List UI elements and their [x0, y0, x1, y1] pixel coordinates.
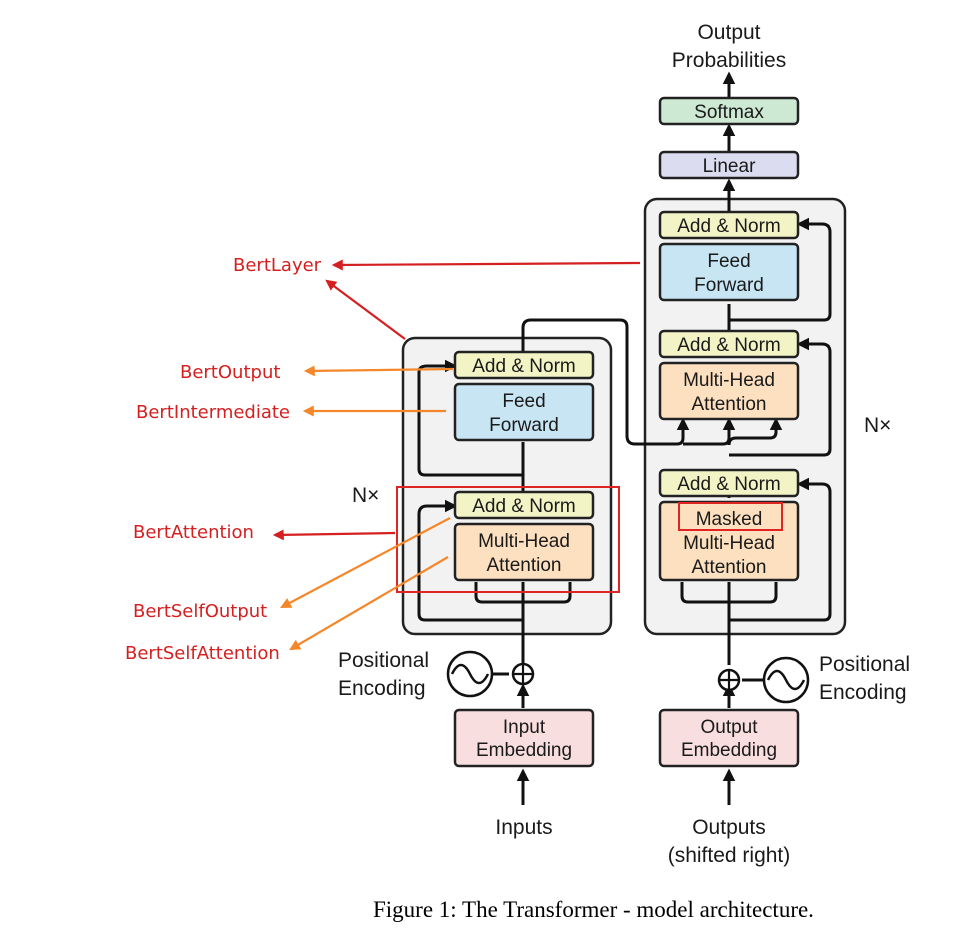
annotation-bert-self-output: BertSelfOutput — [133, 601, 267, 622]
encoder-inputs-label: Inputs — [495, 816, 552, 839]
svg-text:Input: Input — [503, 717, 546, 738]
decoder-softmax: Softmax — [658, 96, 800, 126]
decoder-add-norm-top: Add & Norm — [658, 210, 800, 240]
decoder-nx-label: N× — [864, 414, 891, 437]
encoder-add-norm-top: Add & Norm — [453, 350, 595, 380]
svg-text:Embedding: Embedding — [476, 740, 572, 761]
encoder-nx-label: N× — [352, 484, 379, 507]
svg-text:Add & Norm: Add & Norm — [677, 335, 780, 356]
svg-text:Attention: Attention — [692, 394, 767, 415]
decoder-feed-forward: Feed Forward — [658, 242, 800, 302]
annotation-arrows — [272, 259, 641, 651]
svg-text:Add & Norm: Add & Norm — [677, 474, 780, 495]
svg-text:Multi-Head: Multi-Head — [478, 531, 570, 552]
svg-text:Attention: Attention — [487, 555, 562, 576]
svg-text:Attention: Attention — [692, 557, 767, 578]
svg-text:Feed: Feed — [502, 391, 545, 412]
encoder-positional-label-1: Positional — [338, 649, 429, 672]
svg-text:Embedding: Embedding — [681, 740, 777, 761]
decoder-positional-label-2: Encoding — [819, 681, 907, 704]
annotation-bert-intermediate: BertIntermediate — [136, 402, 290, 423]
annotation-bert-layer: BertLayer — [233, 255, 322, 276]
decoder-add-circle-icon — [717, 668, 741, 692]
svg-text:Output: Output — [700, 717, 758, 738]
encoder-add-circle-icon — [511, 662, 535, 686]
svg-text:Forward: Forward — [694, 275, 764, 296]
decoder-masked-multi-head-attention: Masked Multi-Head Attention — [658, 500, 800, 582]
output-probabilities-label-1: Output — [697, 21, 760, 44]
annotation-bert-output: BertOutput — [180, 362, 280, 383]
encoder-feed-forward: Feed Forward — [453, 382, 595, 442]
decoder-multi-head-attention: Multi-Head Attention — [658, 361, 800, 421]
svg-text:Forward: Forward — [489, 415, 559, 436]
svg-text:Multi-Head: Multi-Head — [683, 370, 775, 391]
decoder-add-norm-mid: Add & Norm — [658, 329, 800, 359]
decoder-shifted-right-label: (shifted right) — [668, 844, 791, 867]
encoder-multi-head-attention: Multi-Head Attention — [453, 522, 595, 582]
encoder-add-norm-bottom: Add & Norm — [453, 490, 595, 520]
encoder-positional-encoding-icon — [446, 650, 494, 698]
decoder-add-norm-bottom: Add & Norm — [658, 468, 800, 498]
svg-text:Add & Norm: Add & Norm — [472, 496, 575, 517]
annotation-bert-attention: BertAttention — [133, 522, 254, 543]
output-probabilities-label-2: Probabilities — [672, 49, 786, 72]
annotation-bert-self-attention: BertSelfAttention — [125, 643, 280, 664]
bert-attention-highlight-box — [396, 486, 620, 593]
encoder-input-embedding: Input Embedding — [453, 708, 595, 768]
encoder-positional-label-2: Encoding — [338, 677, 426, 700]
svg-text:Multi-Head: Multi-Head — [683, 533, 775, 554]
decoder-positional-encoding-icon — [762, 656, 810, 704]
decoder-outputs-label: Outputs — [692, 816, 766, 839]
figure-caption: Figure 1: The Transformer - model archit… — [373, 897, 814, 922]
svg-text:Masked: Masked — [696, 509, 763, 530]
svg-text:Add & Norm: Add & Norm — [677, 216, 780, 237]
svg-text:Linear: Linear — [703, 156, 756, 177]
masked-highlight-box — [678, 502, 783, 531]
decoder-linear: Linear — [658, 150, 800, 180]
svg-text:Feed: Feed — [707, 251, 750, 272]
svg-text:Softmax: Softmax — [694, 102, 764, 123]
decoder-positional-label-1: Positional — [819, 653, 910, 676]
decoder-output-embedding: Output Embedding — [658, 708, 800, 768]
svg-text:Add & Norm: Add & Norm — [472, 356, 575, 377]
